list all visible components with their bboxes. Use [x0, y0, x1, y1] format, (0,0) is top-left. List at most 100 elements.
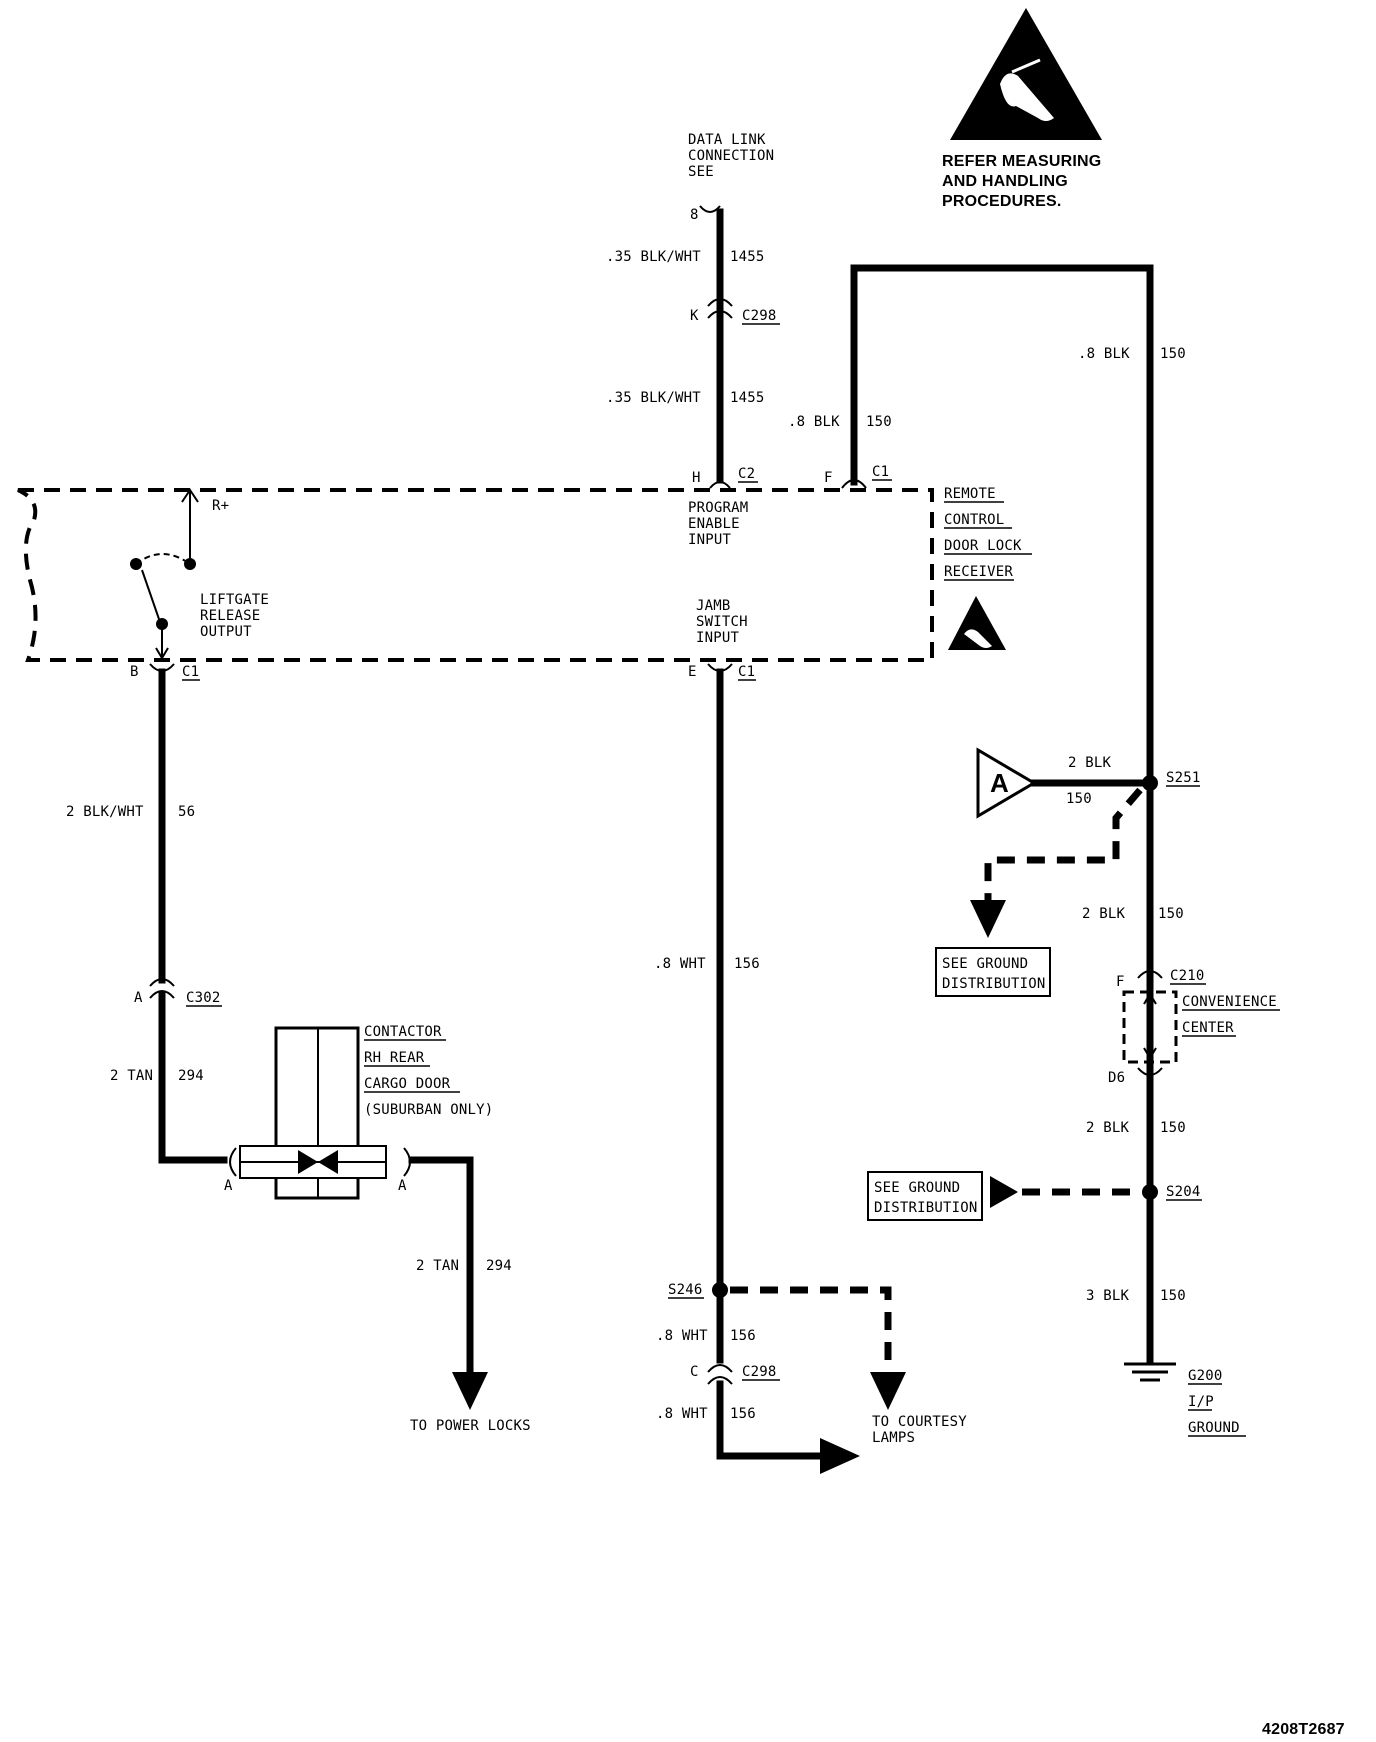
see-ground-box-2 [867, 1171, 983, 1221]
ground-label-1: I/P [1188, 1394, 1214, 1410]
ground-wire3-gauge: 3 BLK [1086, 1288, 1130, 1304]
ground-wire1-gauge: 2 BLK [1082, 906, 1126, 922]
warning-caption-line-3: PROCEDURES. [942, 193, 1062, 210]
ground-label-2: GROUND [1188, 1420, 1240, 1436]
ground-wire-150 [850, 264, 1154, 1366]
c302-connector-top [149, 978, 175, 987]
liftgate-wire-gauge: 2 BLK/WHT [66, 804, 144, 820]
courtesy-output-wire [716, 1380, 824, 1460]
warning-caption-line-2: AND HANDLING [942, 173, 1068, 190]
liftgate-label-2: RELEASE [200, 608, 260, 624]
esd-warning-symbol [950, 8, 1102, 140]
c302-pin-a: A [134, 990, 143, 1006]
data-link-pin: 8 [690, 207, 699, 223]
ref-wire-gauge: 2 BLK [1068, 755, 1112, 771]
data-link-wire1-circuit: 1455 [730, 249, 765, 265]
conv-pin-d6: D6 [1108, 1070, 1125, 1086]
c298-id-top: C298 [742, 308, 777, 324]
courtesy-arrow-icon [870, 1372, 906, 1410]
small-esd-icon [948, 596, 1006, 650]
see-ground-2-line-1: SEE GROUND [874, 1180, 960, 1196]
contactor-pin-left: A [224, 1178, 233, 1194]
data-link-wire2-gauge: .35 BLK/WHT [606, 390, 701, 406]
data-link-line-1: DATA LINK [688, 132, 766, 148]
reference-a-triangle-icon [976, 747, 1037, 819]
data-link-wire2-circuit: 1455 [730, 390, 765, 406]
reference-a-letter: A [990, 768, 1009, 798]
top-ground-circuit: 150 [1160, 346, 1186, 362]
jamb-wire-gauge: .8 WHT [654, 956, 706, 972]
ground-wire1-circuit: 150 [1158, 906, 1184, 922]
receiver-title-4: RECEIVER [944, 564, 1013, 580]
jamb-conn-c1: C1 [738, 664, 755, 680]
see-ground-box-1 [935, 947, 1051, 997]
power-locks-wire-gauge: 2 TAN [416, 1258, 459, 1274]
program-label-2: ENABLE [688, 516, 740, 532]
liftgate-wire2-circuit: 294 [178, 1068, 204, 1084]
see-ground-1-line-1: SEE GROUND [942, 956, 1028, 972]
remote-control-door-lock-receiver-box [17, 488, 934, 662]
receiver-title-2: CONTROL [944, 512, 1004, 528]
data-link-connector-symbol [699, 205, 721, 213]
c210-connector-bottom [1137, 1067, 1163, 1076]
see-ground-1-line-2: DISTRIBUTION [942, 976, 1046, 992]
jamb-wire2-circuit: 156 [730, 1328, 756, 1344]
see-ground-2-line-2: DISTRIBUTION [874, 1200, 978, 1216]
data-link-line-2: CONNECTION [688, 148, 774, 164]
hand-icon [1000, 73, 1054, 121]
convenience-center-box [1122, 990, 1178, 1064]
conv-label-2: CENTER [1182, 1020, 1234, 1036]
power-locks-wire-circuit: 294 [486, 1258, 512, 1274]
program-conn: C2 [738, 466, 755, 482]
contactor-label-4: (SUBURBAN ONLY) [364, 1102, 493, 1118]
conv-pin-f: F [1116, 974, 1125, 990]
courtesy-label-1: TO COURTESY [872, 1414, 967, 1430]
s251-dashed-to-ground [984, 787, 1143, 900]
r-plus-label: R+ [212, 498, 229, 514]
top-ground-gauge: .8 BLK [1078, 346, 1130, 362]
courtesy-lamps-dashed-wire [730, 1286, 892, 1380]
contactor-pin-right: A [398, 1178, 407, 1194]
ground-conn-c1: C1 [872, 464, 889, 480]
s204-label: S204 [1166, 1184, 1201, 1200]
c298-connector-top [707, 298, 733, 307]
s246-splice [712, 1282, 728, 1298]
power-locks-destination: TO POWER LOCKS [410, 1418, 531, 1434]
s204-splice [1142, 1184, 1158, 1200]
ground-pin-f: F [824, 470, 833, 486]
c2-connector-symbol [709, 481, 731, 489]
liftgate-wire2-gauge: 2 TAN [110, 1068, 153, 1084]
jamb-label-2: SWITCH [696, 614, 748, 630]
contactor-label-2: RH REAR [364, 1050, 425, 1066]
left-ground-circuit: 150 [866, 414, 892, 430]
c298-lower-connector [707, 1364, 733, 1373]
switch-contact-top [184, 558, 196, 570]
contactor-rh-rear-cargo-door [229, 1026, 411, 1200]
warning-caption-line-1: REFER MEASURING [942, 153, 1101, 170]
s246-label: S246 [668, 1282, 703, 1298]
c302-id: C302 [186, 990, 221, 1006]
ref-wire-circuit: 150 [1066, 791, 1092, 807]
jamb-pin-e: E [688, 664, 697, 680]
jamb-wire2-gauge: .8 WHT [656, 1328, 708, 1344]
program-label-3: INPUT [688, 532, 732, 548]
c298-lower-id: C298 [742, 1364, 777, 1380]
jamb-wire3-circuit: 156 [730, 1406, 756, 1422]
liftgate-wire-circuit: 56 [178, 804, 195, 820]
power-locks-wire-294 [408, 1156, 474, 1384]
left-ground-gauge: .8 BLK [788, 414, 840, 430]
jamb-wire3-gauge: .8 WHT [656, 1406, 708, 1422]
liftgate-label-3: OUTPUT [200, 624, 252, 640]
ground-wire3-circuit: 150 [1160, 1288, 1186, 1304]
receiver-title-3: DOOR LOCK [944, 538, 1022, 554]
data-link-wire1-gauge: .35 BLK/WHT [606, 249, 701, 265]
ground-wire2-circuit: 150 [1160, 1120, 1186, 1136]
program-label-1: PROGRAM [688, 500, 748, 516]
contactor-label-3: CARGO DOOR [364, 1076, 451, 1092]
liftgate-wire-294 [158, 990, 228, 1164]
ground-id: G200 [1188, 1368, 1223, 1384]
conv-conn-id: C210 [1170, 968, 1205, 984]
see-ground-arrow-icon-1 [970, 900, 1006, 938]
liftgate-label-1: LIFTGATE [200, 592, 269, 608]
